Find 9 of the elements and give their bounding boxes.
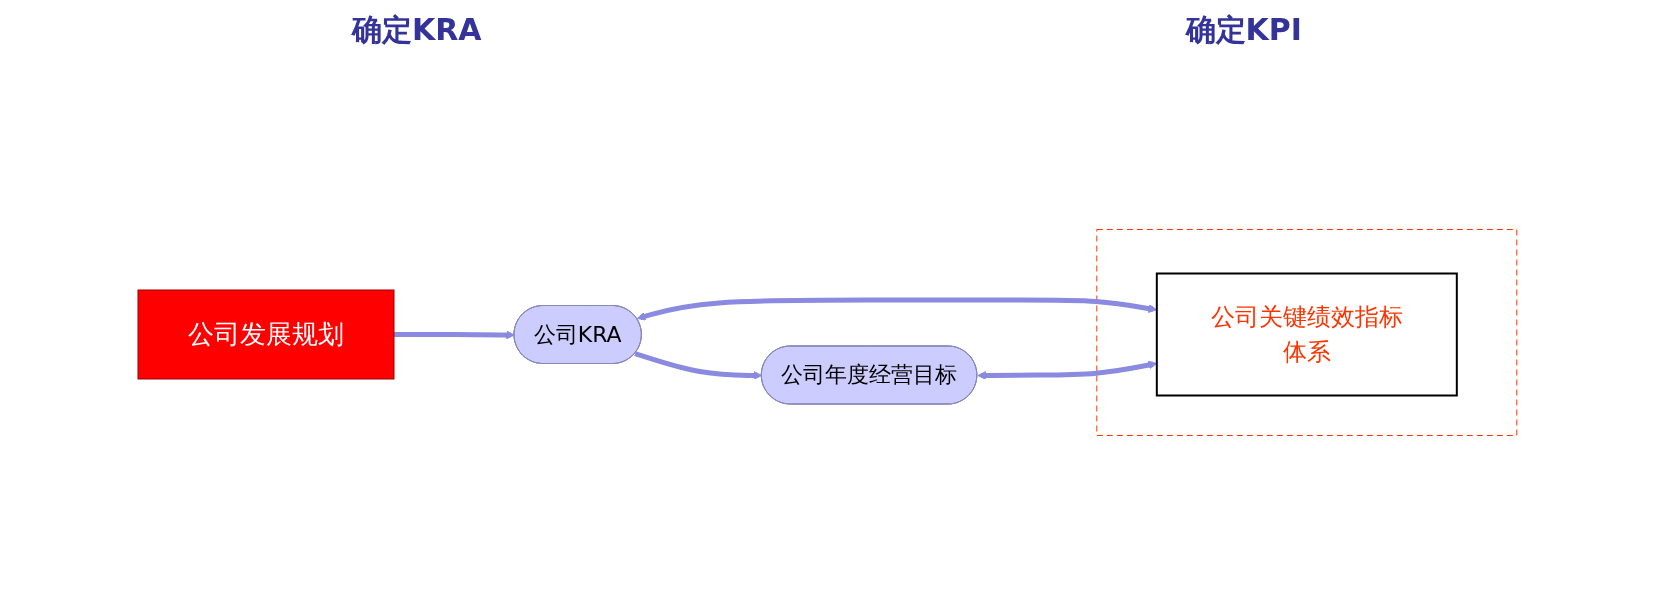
column-heading: 确定KRA [352,10,482,49]
node-box: 公司关键绩效指标体系 [1155,272,1458,397]
column-heading: 确定KPI [1185,10,1302,49]
node-box: 公司发展规划 [137,289,395,380]
arrow [976,360,1157,380]
arrow [633,351,762,380]
cluster [1095,229,1517,436]
arrow [636,297,1157,321]
arrow [393,330,515,340]
